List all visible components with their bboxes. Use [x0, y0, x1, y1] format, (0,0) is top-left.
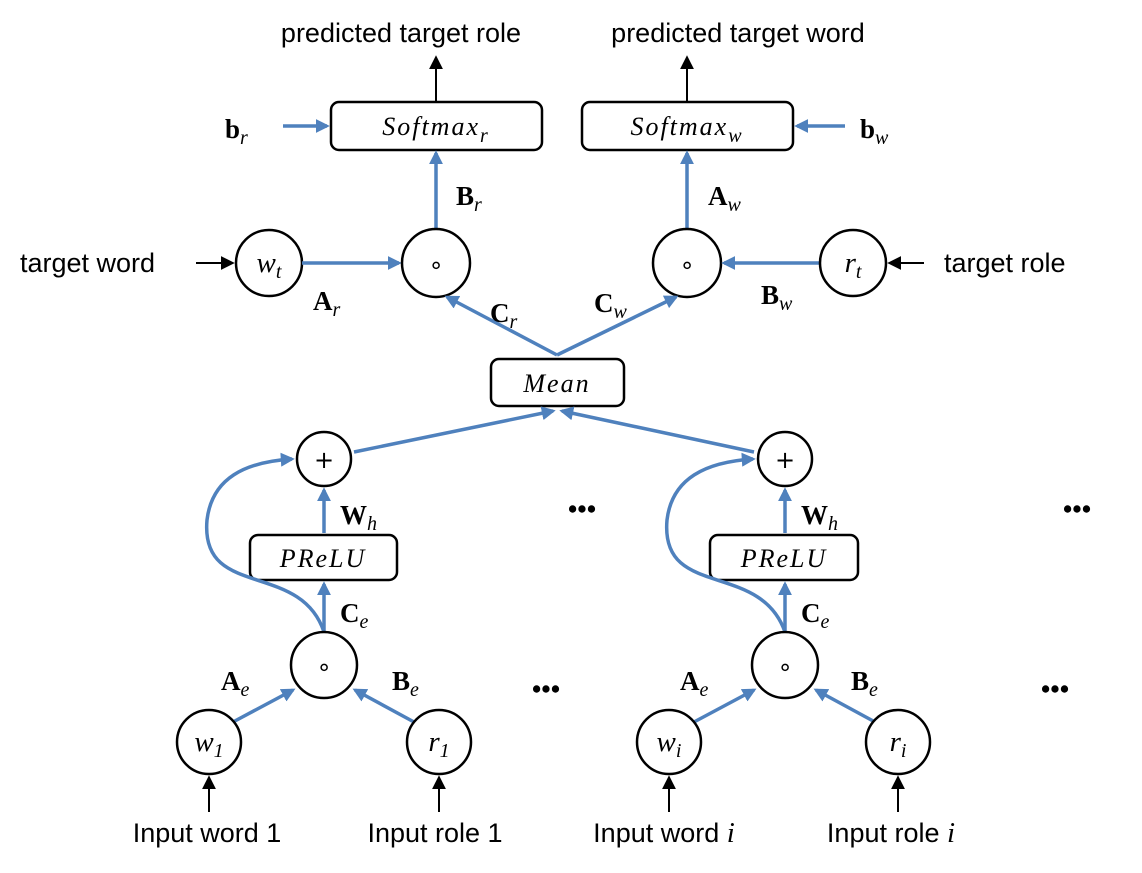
- w1-to-hadamard-arrow: [232, 688, 296, 724]
- weight-B-e-i-label: Be: [851, 666, 878, 701]
- predicted-role-label: predicted target role: [281, 18, 521, 48]
- softmax-r-box: [329, 100, 544, 152]
- wi-to-hadamard-arrow: [693, 688, 757, 724]
- weight-B-e-1-label: Be: [392, 666, 419, 701]
- input-word-1-label: Input word 1: [133, 818, 282, 848]
- bias-w-label: bw: [860, 114, 889, 149]
- prelu-1-box: [248, 533, 399, 582]
- ri-to-hadamard-arrow: [813, 688, 876, 724]
- node-r-i-label: ri: [890, 726, 907, 762]
- node-w-i: [635, 708, 703, 776]
- weight-A-e-1-label: Ae: [221, 666, 250, 701]
- node-r-1-label: r1: [428, 726, 449, 762]
- node-r-t: [818, 228, 888, 298]
- weight-B-r-label: Br: [456, 181, 482, 216]
- node-hadamard-w: [651, 227, 723, 299]
- mean-box: [489, 357, 626, 408]
- weight-W-h-i-label: Wh: [801, 500, 838, 535]
- node-w-t-label: wt: [257, 247, 282, 283]
- hadamard-w-symbol: ∘: [679, 251, 694, 279]
- weight-W-h-1-label: Wh: [340, 500, 377, 535]
- plus-1-to-mean-arrow: [353, 406, 556, 454]
- mean-to-hadamard-w-arrow: [556, 295, 679, 357]
- weight-C-w-label: Cw: [594, 288, 628, 323]
- hadamard-i-symbol: ∘: [777, 653, 792, 681]
- residual-i-arrow: [665, 452, 787, 633]
- r1-to-hadamard-arrow: [352, 688, 415, 724]
- bias-r-label: br: [225, 114, 248, 149]
- node-r-1: [405, 708, 473, 776]
- prelu-1-label: PReLU: [279, 544, 367, 573]
- weight-A-w-label: Aw: [708, 181, 742, 216]
- plus-1-symbol: +: [314, 446, 334, 474]
- plus-i-symbol: +: [775, 446, 795, 474]
- input-role-1-label: Input role 1: [367, 818, 502, 848]
- softmax-w-label: Softmaxw: [630, 112, 743, 147]
- mean-label: Mean: [522, 369, 590, 398]
- prelu-i-label: PReLU: [740, 544, 828, 573]
- prelu-i-box: [708, 533, 860, 582]
- node-hadamard-i: [750, 630, 820, 700]
- weight-C-e-1-label: Ce: [340, 598, 369, 633]
- weight-A-e-i-label: Ae: [680, 666, 709, 701]
- mean-to-hadamard-r-arrow: [444, 295, 558, 357]
- weight-C-e-i-label: Ce: [801, 598, 830, 633]
- ellipsis-right-upper: •••: [1063, 494, 1091, 524]
- weight-A-r-label: Ar: [313, 286, 341, 321]
- residual-1-arrow: [205, 452, 326, 633]
- softmax-r-label: Softmaxr: [382, 112, 490, 147]
- ellipsis-middle-upper: •••: [568, 494, 596, 524]
- softmax-w-box: [580, 100, 795, 152]
- node-r-t-label: rt: [845, 247, 862, 283]
- node-hadamard-1: [289, 630, 359, 700]
- hadamard-r-symbol: ∘: [428, 251, 443, 279]
- input-word-i-label: Input word i: [593, 817, 735, 849]
- node-hadamard-r: [400, 227, 472, 299]
- node-w-1-label: w1: [194, 726, 223, 762]
- node-w-i-label: wi: [657, 726, 682, 762]
- node-plus-1: [295, 430, 353, 488]
- predicted-word-label: predicted target word: [611, 18, 865, 48]
- target-role-label: target role: [944, 248, 1066, 278]
- ellipsis-middle-lower: •••: [532, 674, 560, 704]
- node-plus-i: [756, 430, 814, 488]
- node-r-i: [864, 708, 932, 776]
- target-word-label: target word: [20, 248, 155, 278]
- input-role-i-label: Input role i: [827, 817, 955, 849]
- weight-C-r-label: Cr: [490, 298, 518, 333]
- node-w-1: [175, 708, 243, 776]
- hadamard-1-symbol: ∘: [316, 653, 331, 681]
- weight-B-w-label: Bw: [761, 280, 793, 315]
- plus-i-to-mean-arrow: [559, 406, 755, 454]
- ellipsis-right-lower: •••: [1041, 674, 1069, 704]
